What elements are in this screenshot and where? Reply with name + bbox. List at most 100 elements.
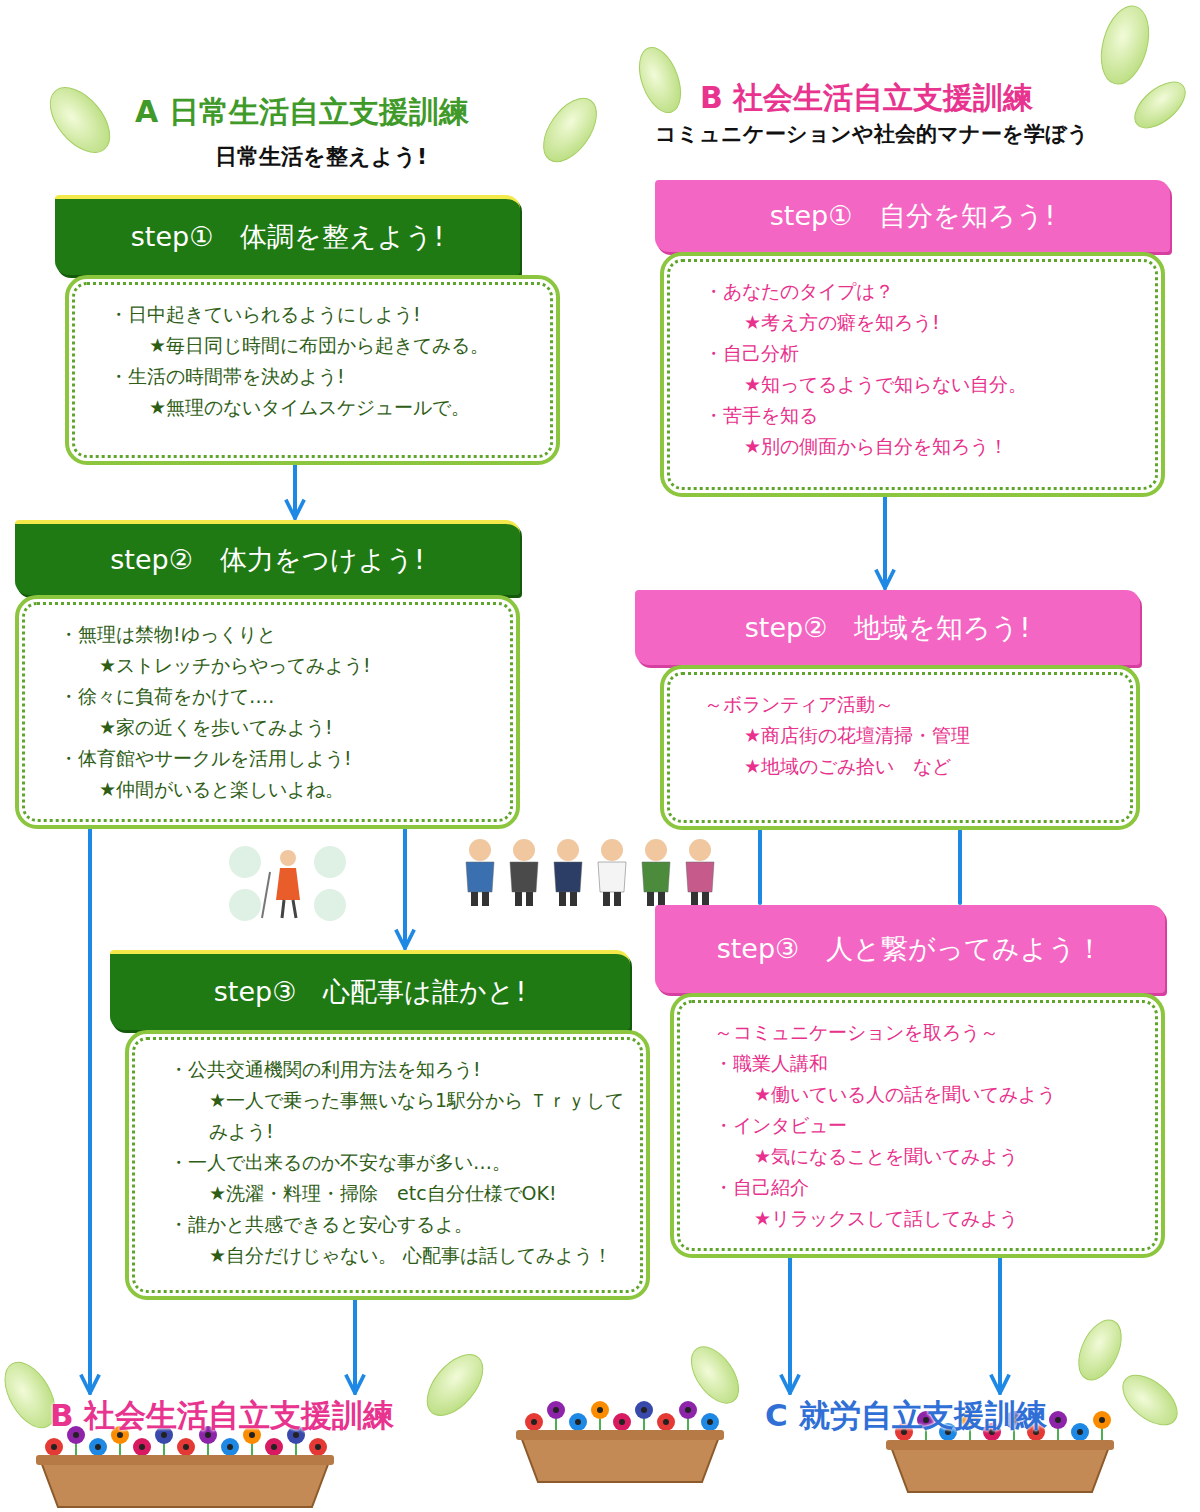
target-node: B 社会生活自立支援訓練: [50, 1395, 394, 1437]
person-leg: [658, 892, 665, 906]
tip-item: ★地域のごみ拾い など: [682, 751, 1118, 782]
flower-pot: [520, 1434, 720, 1482]
step-box: step① 自分を知ろう!・あなたのタイプは？★考え方の癖を知ろう!・自己分析★…: [655, 180, 1170, 497]
flower: [1071, 1423, 1089, 1441]
tip-item: ★考え方の癖を知ろう!: [682, 307, 1143, 338]
flower: [591, 1401, 609, 1419]
step-heading: step① 体調を整えよう!: [55, 195, 520, 275]
flower: [701, 1413, 719, 1431]
vine-frame: ・無理は禁物!ゆっくりと★ストレッチからやってみよう!・徐々に負荷をかけて‥‥★…: [15, 595, 520, 829]
tip-item: ★毎日同じ時間に布団から起きてみる。: [87, 330, 538, 361]
flow-arrow: [788, 1258, 792, 1393]
bullet-item: ・一人で出来るのか不安な事が多い…。: [147, 1147, 628, 1178]
step-box: step② 体力をつけよう!・無理は禁物!ゆっくりと★ストレッチからやってみよう…: [15, 520, 520, 829]
person-body: [642, 862, 670, 892]
target-label: B 社会生活自立支援訓練: [50, 1395, 394, 1437]
flower: [309, 1438, 327, 1456]
person-leg: [603, 892, 610, 906]
person-leg: [482, 892, 489, 906]
step-box: step① 体調を整えよう!・日中起きていられるようにしよう!★毎日同じ時間に布…: [55, 195, 560, 465]
person-head: [645, 839, 667, 861]
bullet-item: ・公共交通機関の利用方法を知ろう!: [147, 1054, 628, 1085]
person-head: [601, 839, 623, 861]
section-subheading: 日常生活を整えよう!: [215, 142, 427, 172]
vine-frame: ～ボランティア活動～★商店街の花壇清掃・管理★地域のごみ拾い など: [660, 665, 1140, 830]
section-heading: A 日常生活自立支援訓練: [135, 92, 469, 133]
flower: [657, 1413, 675, 1431]
flow-arrow: [758, 830, 762, 903]
step-heading: step③ 人と繋がってみよう！: [655, 905, 1165, 993]
flow-arrow: [403, 829, 407, 948]
flower-center: [183, 1444, 189, 1450]
tip-item: ★自分だけじゃない。 心配事は話してみよう！: [147, 1240, 628, 1271]
person-leg: [614, 892, 621, 906]
tip-item: ★家の近くを歩いてみよう!: [37, 712, 498, 743]
people-illustration: [466, 839, 714, 906]
person-leg: [570, 892, 577, 906]
section-subheading: コミュニケーションや社会的マナーを学ぼう: [655, 120, 1089, 148]
tip-item: ★無理のないタイムスケジュールで。: [87, 392, 538, 423]
tip-item: ★知ってるようで知らない自分。: [682, 369, 1143, 400]
flow-arrow: [88, 829, 92, 1393]
person-head: [689, 839, 711, 861]
person-body: [466, 862, 494, 892]
tip-item: ★一人で乗った事無いなら1駅分から Ｔｒｙしてみよう!: [147, 1085, 628, 1147]
flower-center: [1077, 1429, 1083, 1435]
flower-center: [619, 1419, 625, 1425]
flow-arrow: [293, 465, 297, 518]
flower-center: [1099, 1417, 1105, 1423]
flower: [547, 1401, 565, 1419]
target-node: C 就労自立支援訓練: [765, 1395, 1047, 1437]
person-leg: [559, 892, 566, 906]
flower: [265, 1438, 283, 1456]
tip-item: ★仲間がいると楽しいよね。: [37, 774, 498, 805]
leaves: [0, 1, 1193, 1437]
flower: [679, 1401, 697, 1419]
flower: [45, 1438, 63, 1456]
bullet-item: ・職業人講和: [692, 1048, 1143, 1079]
person-head: [557, 839, 579, 861]
bullet-item: ～ボランティア活動～: [682, 689, 1118, 720]
flower-center: [707, 1419, 713, 1425]
person-body: [510, 862, 538, 892]
step-heading: step② 地域を知ろう!: [635, 590, 1140, 665]
flower: [525, 1413, 543, 1431]
person-body: [554, 862, 582, 892]
tip-item: ★気になることを聞いてみよう: [692, 1141, 1143, 1172]
flower: [177, 1438, 195, 1456]
flower-center: [575, 1419, 581, 1425]
vine-frame: ・公共交通機関の利用方法を知ろう!★一人で乗った事無いなら1駅分から Ｔｒｙして…: [125, 1030, 650, 1300]
flower: [1093, 1411, 1111, 1429]
person-head: [513, 839, 535, 861]
bullet-item: ・自己紹介: [692, 1172, 1143, 1203]
flower-pot: [890, 1444, 1110, 1492]
person-leg: [471, 892, 478, 906]
vine-frame: ～コミュニケーションを取ろう～・職業人講和★働いている人の話を聞いてみよう・イン…: [670, 993, 1165, 1258]
flower: [221, 1438, 239, 1456]
flower-center: [663, 1419, 669, 1425]
tip-item: ★商店街の花壇清掃・管理: [682, 720, 1118, 751]
tip-item: ★別の側面から自分を知ろう！: [682, 431, 1143, 462]
flower-pot: [40, 1459, 330, 1507]
cleaning-illustration: [229, 846, 346, 921]
vine-frame: ・あなたのタイプは？★考え方の癖を知ろう!・自己分析★知ってるようで知らない自分…: [660, 252, 1165, 497]
person-leg: [647, 892, 654, 906]
flower-center: [641, 1407, 647, 1413]
bullet-item: ・無理は禁物!ゆっくりと: [37, 619, 498, 650]
flower-center: [51, 1444, 57, 1450]
person-leg: [702, 892, 709, 906]
flower-center: [227, 1444, 233, 1450]
step-box: step② 地域を知ろう!～ボランティア活動～★商店街の花壇清掃・管理★地域のご…: [635, 590, 1140, 830]
step-heading: step③ 心配事は誰かと!: [110, 950, 630, 1030]
bullet-item: ・誰かと共感できると安心するよ。: [147, 1209, 628, 1240]
step-heading: step② 体力をつけよう!: [15, 520, 520, 595]
flower: [613, 1413, 631, 1431]
bullet-item: ・苦手を知る: [682, 400, 1143, 431]
bullet-item: ・あなたのタイプは？: [682, 276, 1143, 307]
flower-center: [315, 1444, 321, 1450]
flower: [569, 1413, 587, 1431]
pot-rim: [516, 1430, 724, 1440]
flower-center: [271, 1444, 277, 1450]
flower: [133, 1438, 151, 1456]
tip-item: ★洗濯・料理・掃除 etc自分仕様でOK!: [147, 1178, 628, 1209]
